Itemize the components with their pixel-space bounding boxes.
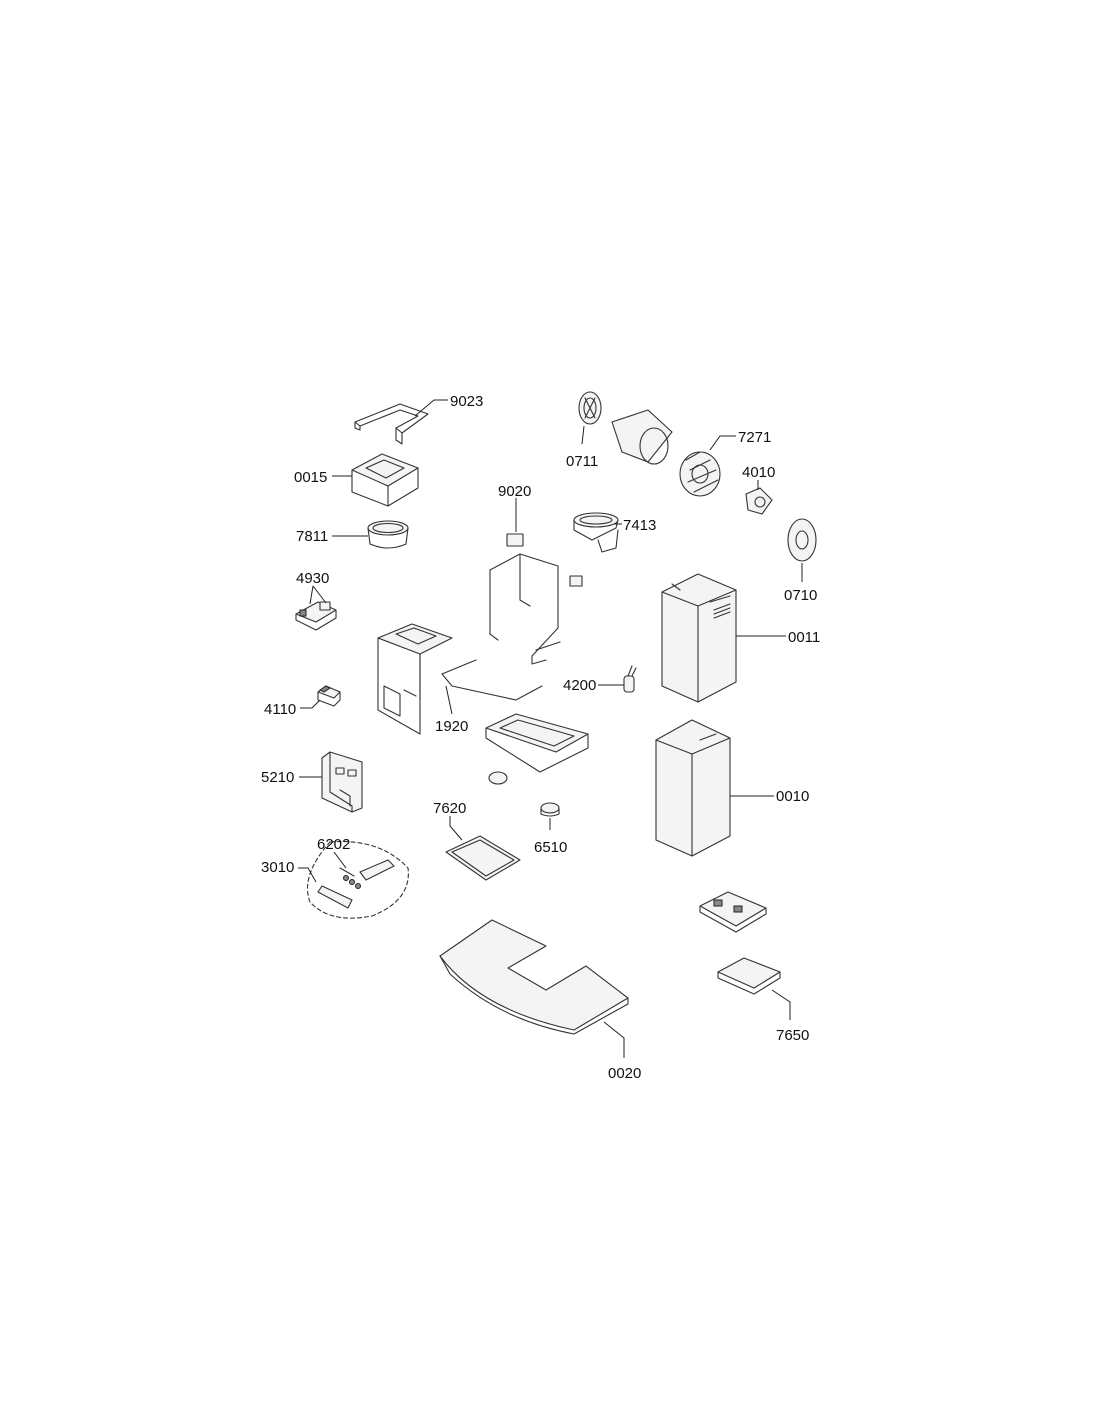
part-0015-box — [351, 453, 419, 507]
label-7271: 7271 — [738, 429, 771, 446]
leader-7620 — [449, 816, 463, 841]
part-9023-bracket — [354, 403, 429, 445]
label-0711: 0711 — [566, 453, 598, 470]
part-0010-lower-chimney — [655, 719, 731, 857]
part-4110-switch — [317, 685, 341, 707]
label-0010: 0010 — [776, 788, 809, 805]
part-1920-gasket — [441, 659, 543, 701]
label-3010: 3010 — [261, 859, 294, 876]
leader-1920 — [445, 685, 453, 715]
leader-4110 — [300, 699, 321, 709]
label-5210: 5210 — [261, 769, 294, 786]
part-7811-collar — [367, 520, 409, 549]
leader-0020 — [603, 1021, 625, 1058]
label-7650: 7650 — [776, 1027, 809, 1044]
label-9023: 9023 — [450, 393, 483, 410]
part-0710-flange — [787, 518, 817, 562]
label-6202: 6202 — [317, 836, 350, 853]
label-9020: 9020 — [498, 483, 531, 500]
leader-7271 — [709, 435, 736, 451]
part-4200-capacitor — [623, 665, 637, 693]
part-carbon-filter-frame — [699, 891, 767, 933]
label-7620: 7620 — [433, 800, 466, 817]
leader-6202 — [333, 851, 347, 869]
part-4930-electronics — [295, 601, 337, 631]
label-0015: 0015 — [294, 469, 327, 486]
part-impeller-housing — [611, 409, 673, 465]
label-4110: 4110 — [264, 701, 296, 718]
part-filter-frame — [485, 713, 589, 773]
part-3010-kit — [306, 840, 409, 919]
part-9020-bracket — [489, 533, 583, 665]
part-7413-duct — [573, 512, 619, 553]
leader-4930 — [309, 585, 327, 605]
label-7413: 7413 — [623, 517, 656, 534]
part-motor-housing — [377, 623, 453, 735]
label-6510: 6510 — [534, 839, 567, 856]
leader-9023 — [414, 399, 448, 417]
part-7271-fan-wheel — [679, 451, 721, 497]
leader-3010 — [298, 867, 317, 883]
leader-7650 — [771, 989, 791, 1020]
part-0711-grille — [578, 391, 602, 425]
label-0710: 0710 — [784, 587, 817, 604]
part-0011-upper-chimney — [661, 573, 737, 703]
part-5210-housing — [321, 751, 363, 813]
label-4930: 4930 — [296, 570, 329, 587]
label-7811: 7811 — [296, 528, 328, 545]
label-1920: 1920 — [435, 718, 468, 735]
part-0020-canopy — [439, 919, 629, 1035]
part-small-knob — [488, 771, 508, 785]
label-0020: 0020 — [608, 1065, 641, 1082]
part-7620-grease-filter — [445, 835, 521, 881]
label-4200: 4200 — [563, 677, 596, 694]
part-4010-motor — [745, 487, 773, 515]
leader-0711 — [581, 425, 585, 445]
part-7650-carbon-filter — [717, 957, 781, 995]
label-0011: 0011 — [788, 629, 820, 646]
part-6510-light — [540, 802, 560, 817]
label-4010: 4010 — [742, 464, 775, 481]
